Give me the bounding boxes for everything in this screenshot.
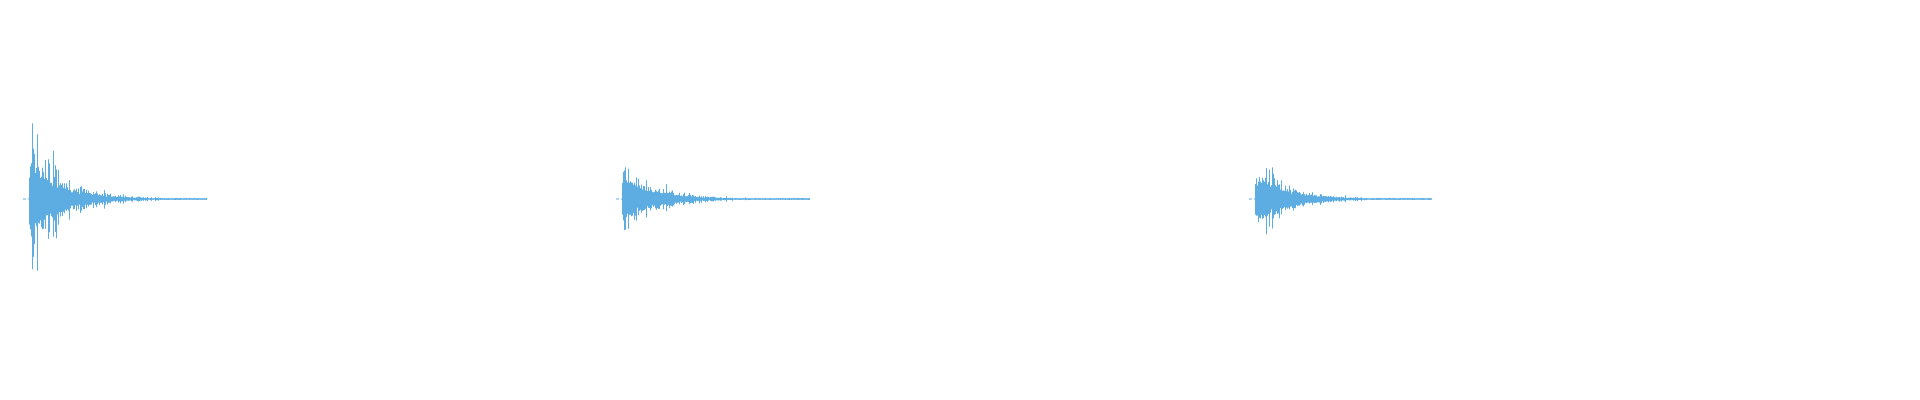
waveform-clip-1: [23, 123, 207, 271]
waveform-samples: [29, 123, 207, 271]
waveform-samples: [622, 167, 810, 231]
waveform-clip-2: [616, 167, 810, 231]
waveform-clip-3: [1249, 167, 1432, 235]
waveform-samples: [1255, 167, 1432, 235]
